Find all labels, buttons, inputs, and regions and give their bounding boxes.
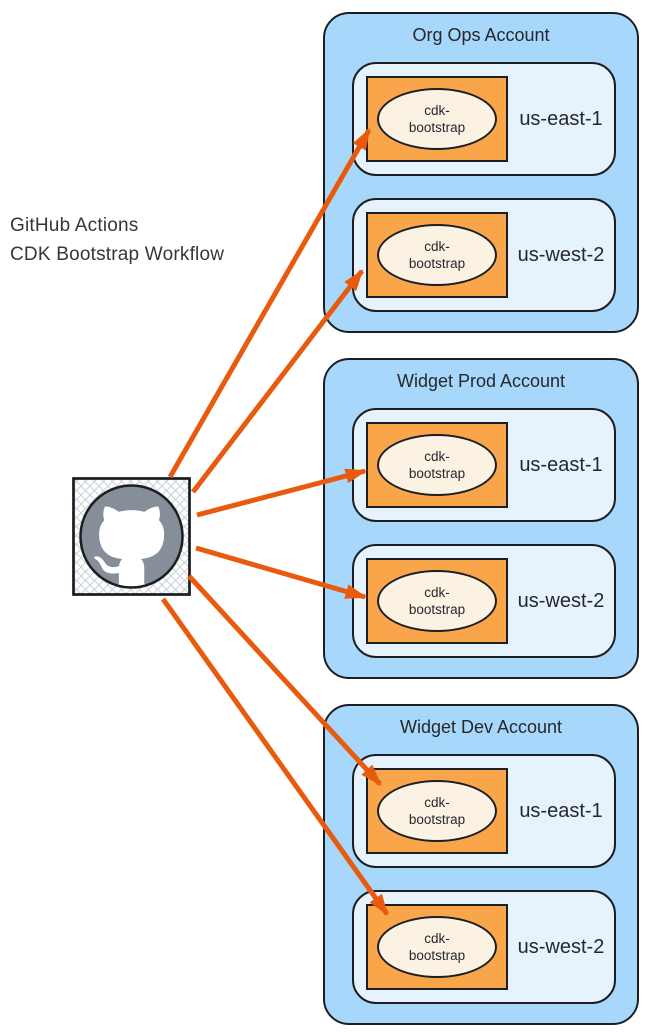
- region-name: us-west-2: [517, 935, 605, 958]
- stack-label-line2: bootstrap: [408, 812, 466, 827]
- octocat-circle-border: [79, 484, 184, 589]
- stack-label-line1: cdk-: [424, 585, 450, 600]
- stack-label-line1: cdk-: [424, 931, 450, 946]
- stack-container: cdk- bootstrap: [366, 768, 508, 854]
- account-title: Widget Dev Account: [399, 717, 563, 737]
- stack-label-line2: bootstrap: [408, 602, 466, 617]
- region-org-ops-us-east-1: cdk- bootstrap us-east-1: [352, 62, 616, 176]
- cdk-bootstrap-stack: cdk- bootstrap: [377, 916, 497, 978]
- account-title: Widget Prod Account: [396, 371, 566, 391]
- account-widget-dev: Widget Dev Account cdk- bootstrap us-eas…: [323, 704, 639, 1025]
- stack-label-line1: cdk-: [424, 795, 450, 810]
- stack-container: cdk- bootstrap: [366, 212, 508, 298]
- cdk-bootstrap-stack: cdk- bootstrap: [377, 88, 497, 150]
- cdk-bootstrap-stack: cdk- bootstrap: [377, 780, 497, 842]
- cdk-bootstrap-stack: cdk- bootstrap: [377, 434, 497, 496]
- region-widget-prod-us-east-1: cdk- bootstrap us-east-1: [352, 408, 616, 522]
- stack-label-line2: bootstrap: [408, 948, 466, 963]
- cdk-bootstrap-stack: cdk- bootstrap: [377, 570, 497, 632]
- workflow-caption: GitHub Actions CDK Bootstrap Workflow: [10, 211, 224, 269]
- stack-label-line2: bootstrap: [408, 256, 466, 271]
- stack-container: cdk- bootstrap: [366, 558, 508, 644]
- region-name: us-east-1: [519, 107, 603, 130]
- stack-label-line1: cdk-: [424, 239, 450, 254]
- octocat-mark: [80, 485, 183, 585]
- stack-label-line1: cdk-: [424, 103, 450, 118]
- workflow-caption-line1: GitHub Actions: [10, 215, 139, 236]
- github-actions-node: [72, 477, 191, 596]
- account-widget-prod: Widget Prod Account cdk- bootstrap us-ea…: [323, 358, 639, 679]
- region-name: us-west-2: [517, 243, 605, 266]
- account-org-ops: Org Ops Account cdk- bootstrap us-east-1…: [323, 12, 639, 333]
- github-node-border: [72, 477, 191, 596]
- region-name: us-west-2: [517, 589, 605, 612]
- stack-label-line1: cdk-: [424, 449, 450, 464]
- region-widget-dev-us-west-2: cdk- bootstrap us-west-2: [352, 890, 616, 1004]
- cdk-bootstrap-stack: cdk- bootstrap: [377, 224, 497, 286]
- region-name: us-east-1: [519, 799, 603, 822]
- stack-container: cdk- bootstrap: [366, 904, 508, 990]
- stack-container: cdk- bootstrap: [366, 76, 508, 162]
- stack-container: cdk- bootstrap: [366, 422, 508, 508]
- stack-label-line2: bootstrap: [408, 120, 466, 135]
- github-octocat-icon: [72, 477, 191, 596]
- region-name: us-east-1: [519, 453, 603, 476]
- stack-label-line2: bootstrap: [408, 466, 466, 481]
- region-widget-prod-us-west-2: cdk- bootstrap us-west-2: [352, 544, 616, 658]
- account-title: Org Ops Account: [412, 25, 550, 45]
- workflow-caption-line2: CDK Bootstrap Workflow: [10, 244, 225, 265]
- region-org-ops-us-west-2: cdk- bootstrap us-west-2: [352, 198, 616, 312]
- region-widget-dev-us-east-1: cdk- bootstrap us-east-1: [352, 754, 616, 868]
